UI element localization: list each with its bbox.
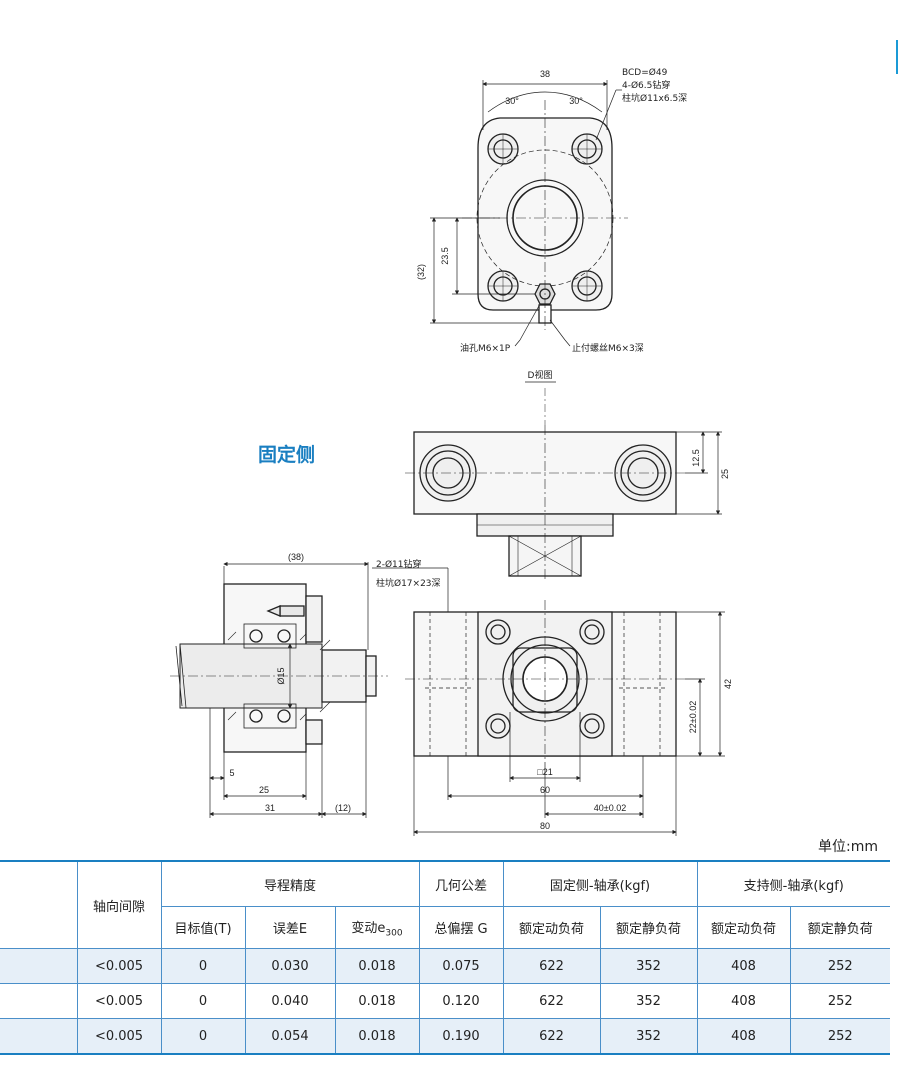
table-row: <0.005 0 0.054 0.018 0.190 622 352 408 2… bbox=[0, 1018, 891, 1055]
header-support-dynamic: 额定动负荷 bbox=[696, 906, 791, 949]
cell-variation: 0.018 bbox=[334, 983, 420, 1019]
cell-error: 0.030 bbox=[244, 948, 336, 984]
top-view-dimensions bbox=[676, 431, 722, 515]
cell-axial: <0.005 bbox=[76, 948, 162, 984]
front-note-drill: 2-Ø11钻穿 bbox=[376, 558, 422, 570]
cell-runout: 0.075 bbox=[418, 948, 504, 984]
cell-fixed-dynamic: 622 bbox=[502, 1018, 601, 1055]
front-dim-21: □21 bbox=[537, 767, 552, 777]
d-view-angle-right: 30° bbox=[569, 96, 583, 106]
cell-error: 0.040 bbox=[244, 983, 336, 1019]
d-view-dim-32: (32) bbox=[416, 264, 426, 280]
header-lead-accuracy: 导程精度 bbox=[160, 860, 420, 907]
table-row: <0.005 0 0.030 0.018 0.075 622 352 408 2… bbox=[0, 948, 891, 984]
front-dim-22: 22±0.02 bbox=[688, 701, 698, 733]
cell-runout: 0.190 bbox=[418, 1018, 504, 1055]
cell-fixed-static: 352 bbox=[599, 948, 698, 984]
front-view-dimensions bbox=[372, 567, 725, 836]
side-view bbox=[170, 583, 388, 753]
side-view-dimensions bbox=[209, 561, 369, 818]
side-dim-5: 5 bbox=[229, 768, 234, 778]
cell-error: 0.054 bbox=[244, 1018, 336, 1055]
header-support-static: 额定静负荷 bbox=[789, 906, 891, 949]
d-view-angle-left: 30° bbox=[505, 96, 519, 106]
note-counterbore-4: 柱坑Ø11x6.5深 bbox=[622, 92, 687, 104]
section-title: 固定侧 bbox=[258, 444, 316, 466]
top-view bbox=[405, 425, 685, 582]
front-dim-40: 40±0.02 bbox=[594, 803, 626, 813]
cell-variation: 0.018 bbox=[334, 1018, 420, 1055]
cell-support-static: 252 bbox=[789, 983, 891, 1019]
note-bcd: BCD=Ø49 bbox=[622, 67, 668, 78]
front-dim-42: 42 bbox=[723, 679, 733, 689]
header-target: 目标值(T) bbox=[160, 906, 246, 949]
cell-target: 0 bbox=[160, 983, 246, 1019]
header-fixed-static: 额定静负荷 bbox=[599, 906, 698, 949]
header-geometric-tolerance: 几何公差 bbox=[418, 860, 504, 907]
header-error: 误差E bbox=[244, 906, 336, 949]
front-dim-60: 60 bbox=[540, 785, 550, 795]
d-view-dim-width: 38 bbox=[540, 69, 550, 79]
spec-table: 轴向间隙 导程精度 几何公差 固定侧-轴承(kgf) 支持侧-轴承(kgf) 目… bbox=[0, 860, 891, 1055]
technical-drawing: 38 30° 30° BCD=Ø49 4-Ø6.5钻穿 柱坑Ø11x6.5深 2… bbox=[170, 67, 733, 836]
table-corner bbox=[0, 860, 78, 949]
cell-fixed-static: 352 bbox=[599, 1018, 698, 1055]
cell-support-dynamic: 408 bbox=[696, 948, 791, 984]
cell-support-dynamic: 408 bbox=[696, 983, 791, 1019]
header-axial-clearance: 轴向间隙 bbox=[76, 860, 162, 949]
cell-support-static: 252 bbox=[789, 1018, 891, 1055]
cell-fixed-dynamic: 622 bbox=[502, 948, 601, 984]
front-view bbox=[405, 600, 685, 762]
header-fixed-bearing: 固定侧-轴承(kgf) bbox=[502, 860, 698, 907]
side-dim-38: (38) bbox=[288, 552, 304, 562]
cell-target: 0 bbox=[160, 948, 246, 984]
side-dim-15: Ø15 bbox=[276, 667, 286, 684]
d-view-dimensions bbox=[430, 80, 622, 347]
top-view-dim-25: 25 bbox=[720, 469, 730, 479]
cell-support-static: 252 bbox=[789, 948, 891, 984]
accent-bar bbox=[896, 40, 898, 74]
header-variation: 变动e300 bbox=[334, 906, 420, 949]
cell-support-dynamic: 408 bbox=[696, 1018, 791, 1055]
oil-hole-label: 油孔M6×1P bbox=[460, 342, 511, 354]
top-view-dim-12-5: 12.5 bbox=[691, 449, 701, 467]
cell-runout: 0.120 bbox=[418, 983, 504, 1019]
note-drill-4: 4-Ø6.5钻穿 bbox=[622, 79, 670, 91]
cell-fixed-static: 352 bbox=[599, 983, 698, 1019]
side-dim-12: (12) bbox=[335, 803, 351, 813]
header-runout: 总偏摆 G bbox=[418, 906, 504, 949]
header-support-bearing: 支持侧-轴承(kgf) bbox=[696, 860, 891, 907]
set-screw-label: 止付螺丝M6×3深 bbox=[572, 342, 644, 354]
cell-target: 0 bbox=[160, 1018, 246, 1055]
front-note-counterbore: 柱坑Ø17×23深 bbox=[376, 577, 441, 589]
d-view bbox=[462, 100, 628, 330]
d-view-dim-23-5: 23.5 bbox=[440, 247, 450, 265]
cell-variation: 0.018 bbox=[334, 948, 420, 984]
table-row: <0.005 0 0.040 0.018 0.120 622 352 408 2… bbox=[0, 983, 891, 1019]
cell-fixed-dynamic: 622 bbox=[502, 983, 601, 1019]
cell-axial: <0.005 bbox=[76, 1018, 162, 1055]
side-dim-31: 31 bbox=[265, 803, 275, 813]
d-view-caption: D视图 bbox=[528, 369, 553, 381]
unit-label: 单位:mm bbox=[818, 839, 878, 855]
front-dim-80: 80 bbox=[540, 821, 550, 831]
cell-axial: <0.005 bbox=[76, 983, 162, 1019]
header-fixed-dynamic: 额定动负荷 bbox=[502, 906, 601, 949]
side-dim-25: 25 bbox=[259, 785, 269, 795]
